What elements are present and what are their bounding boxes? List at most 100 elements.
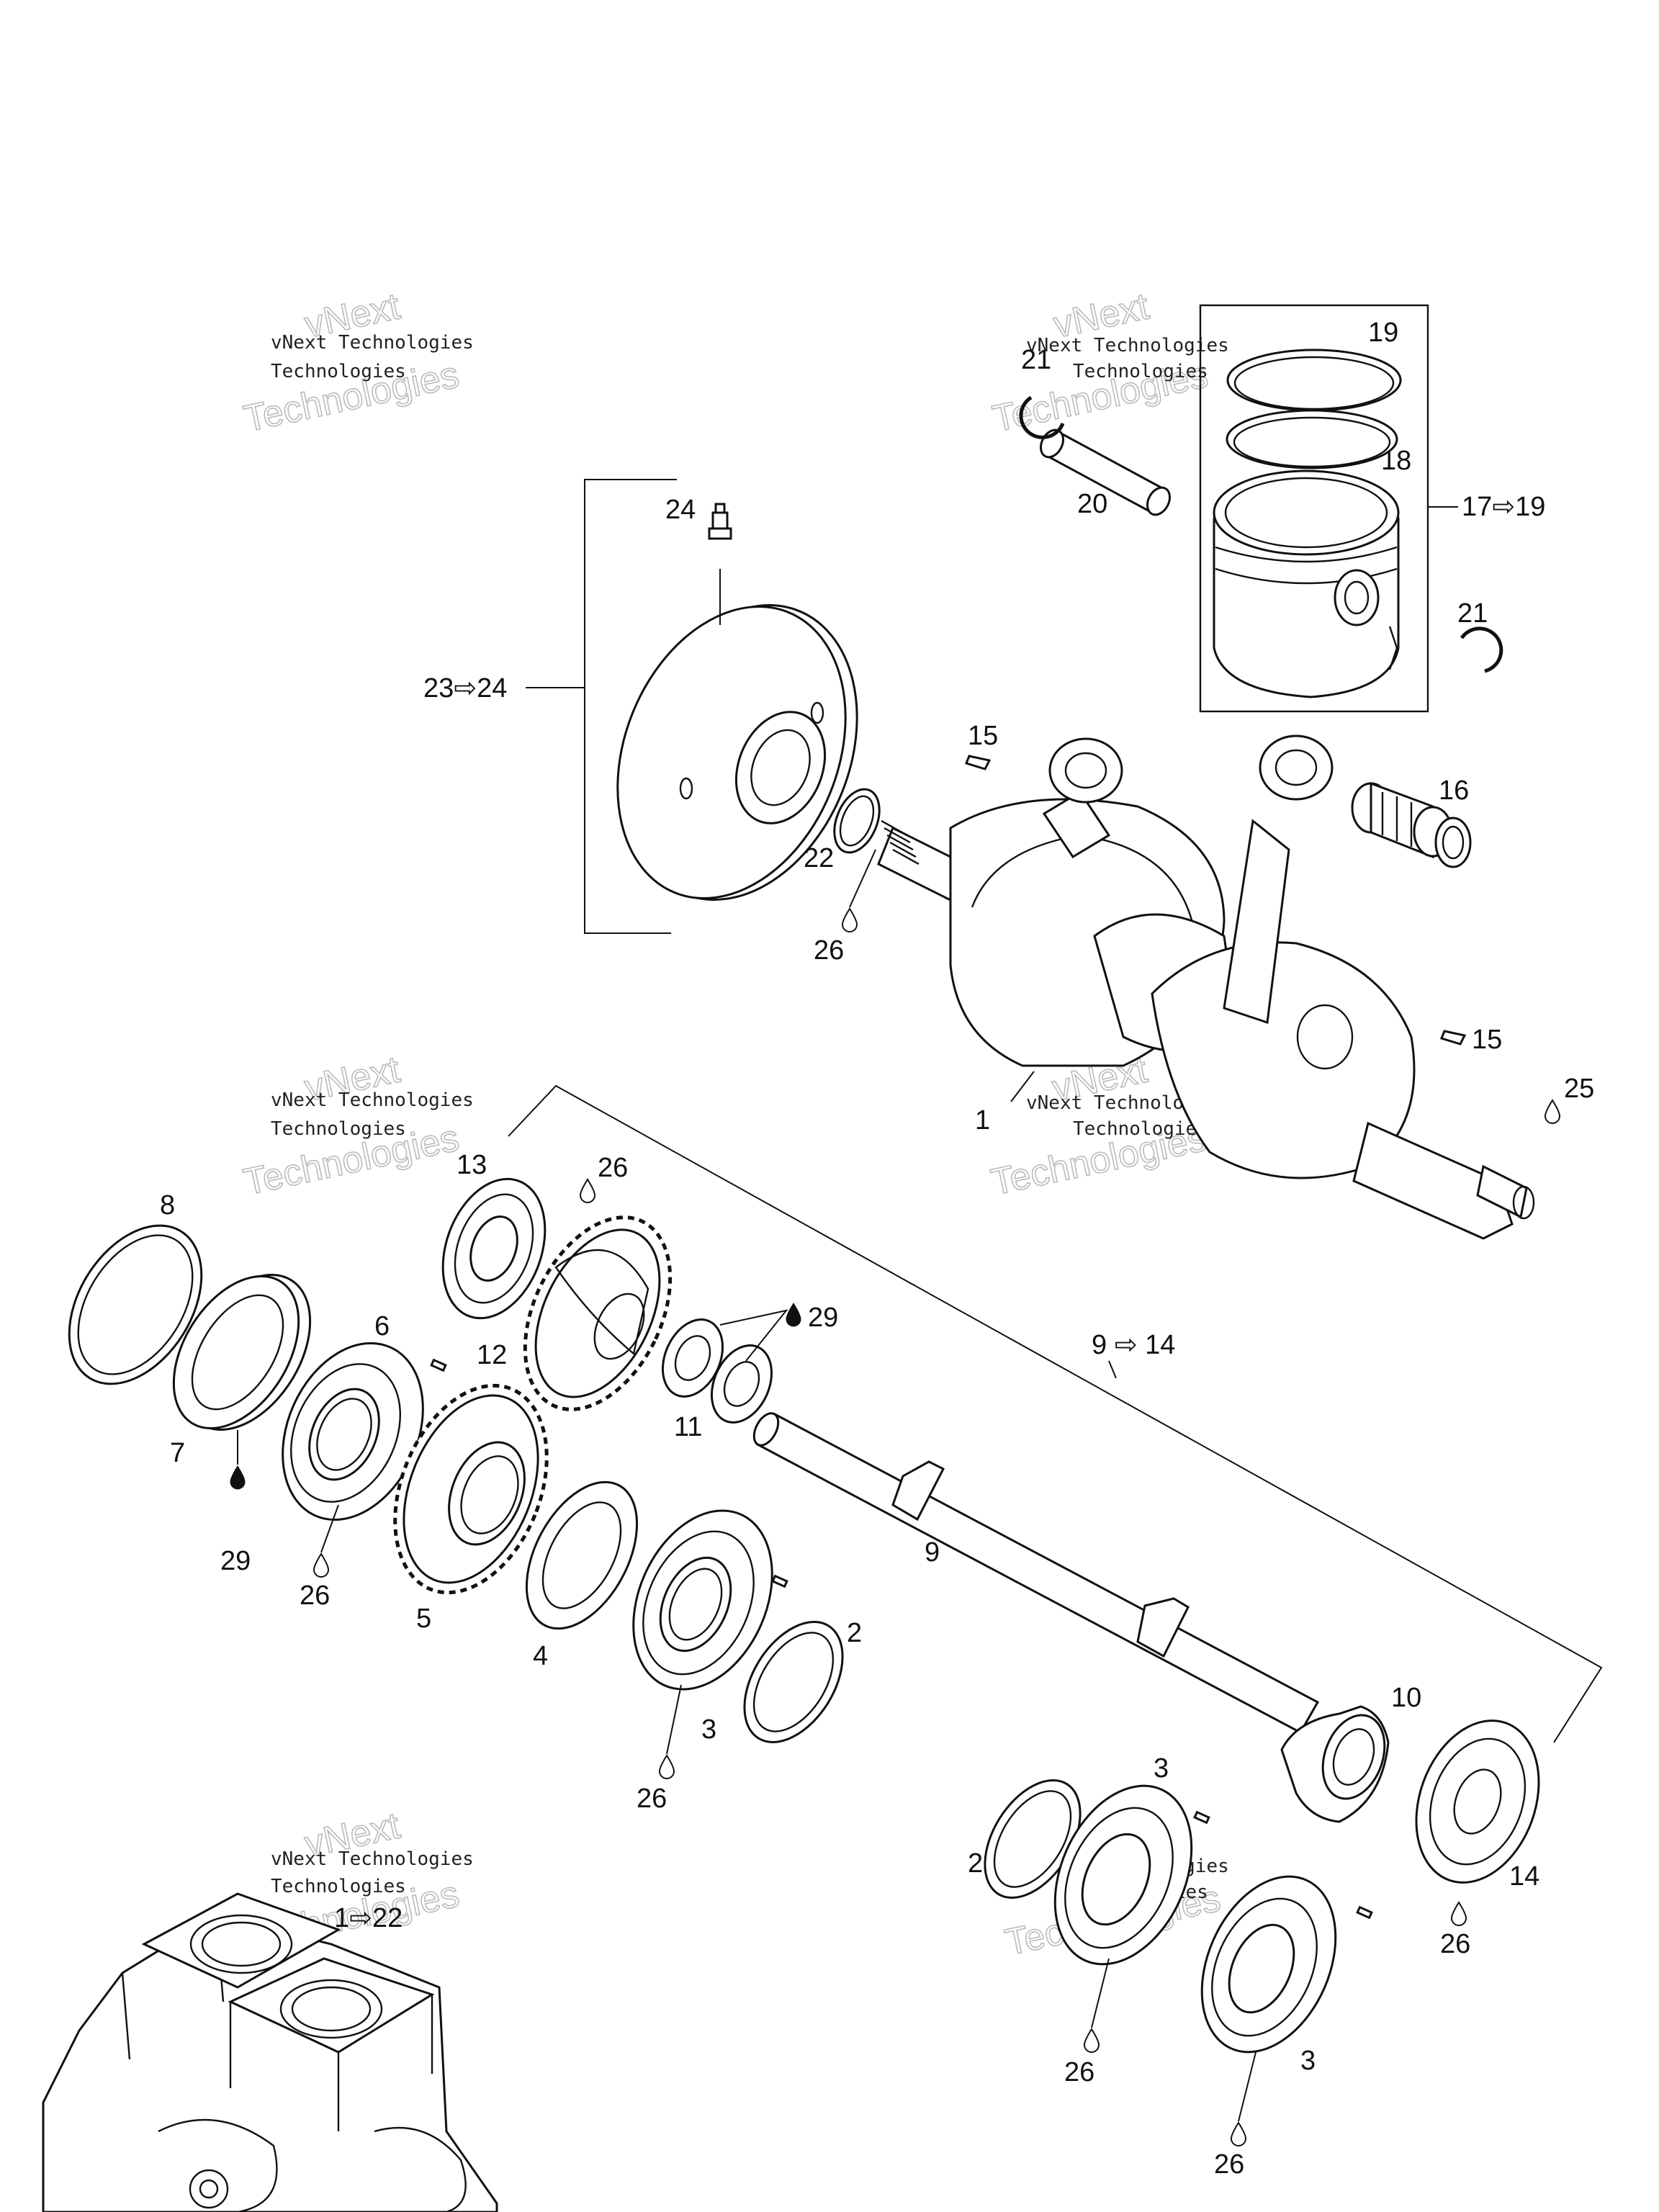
callout-2-right: 2 — [968, 1848, 983, 1879]
watermark-text-3b: Technologies — [271, 1118, 406, 1140]
watermark-text-4b: Technologies — [1073, 1118, 1208, 1140]
callout-29-upper: 29 — [808, 1303, 838, 1333]
watermark-text-1: vNext Technologies — [271, 332, 474, 354]
woodruff-key-upper — [965, 755, 992, 770]
leader-26c — [320, 1504, 339, 1553]
pin-3-right-b — [1356, 1905, 1373, 1920]
callout-26-crank: 26 — [814, 935, 844, 966]
callout-1: 1 — [975, 1105, 990, 1136]
callout-3-right-b: 3 — [1300, 2046, 1316, 2076]
callout-15-lower: 15 — [1472, 1025, 1502, 1055]
callout-26-bearing3-ra: 26 — [1064, 2057, 1094, 2087]
lube-drop-26c — [313, 1552, 330, 1578]
crankshaft — [877, 798, 1535, 1240]
watermark-2: vNext Technologies — [989, 285, 1213, 441]
callout-22: 22 — [804, 843, 834, 873]
counterweight-10 — [1280, 1705, 1390, 1823]
leader-26g — [1238, 2051, 1256, 2122]
callout-3-right-a: 3 — [1154, 1753, 1169, 1784]
washer-4 — [525, 1480, 639, 1630]
callout-7: 7 — [170, 1438, 185, 1468]
callout-4: 4 — [533, 1641, 548, 1671]
callout-26-bearing14: 26 — [1440, 1929, 1470, 1959]
shim-22 — [833, 788, 881, 854]
bracket-23-24 — [584, 479, 677, 934]
callout-13: 13 — [457, 1150, 487, 1180]
leader-9-14 — [1108, 1360, 1117, 1379]
callout-20: 20 — [1077, 489, 1107, 519]
callout-6: 6 — [374, 1311, 390, 1341]
piston-group-box — [1199, 304, 1429, 713]
lube-drop-26e — [1450, 1901, 1467, 1926]
callout-5: 5 — [416, 1604, 431, 1634]
bearing-14 — [1415, 1719, 1540, 1884]
lube-drop-26g — [1230, 2121, 1247, 2146]
pin-6 — [430, 1358, 447, 1372]
callout-10: 10 — [1391, 1683, 1421, 1713]
leader-26f — [1091, 1958, 1110, 2028]
bracket-9-14 — [508, 1084, 1603, 1743]
leader-29-upper — [719, 1309, 788, 1362]
needle-bearing — [1351, 781, 1453, 859]
lube-drop-25 — [1544, 1099, 1561, 1124]
callout-26-bearing3-rb: 26 — [1214, 2149, 1244, 2180]
bearing-11a — [661, 1318, 724, 1398]
callout-17-19: 17⇨19 — [1462, 492, 1545, 522]
callout-21-left: 21 — [1021, 345, 1051, 375]
callout-9: 9 — [925, 1537, 940, 1568]
callout-1-22: 1⇨22 — [334, 1903, 403, 1933]
callout-26-gear: 26 — [598, 1153, 628, 1183]
callout-19: 19 — [1368, 318, 1398, 348]
watermark-1: vNext Technologies — [240, 285, 464, 441]
grease-fitting — [708, 503, 732, 540]
woodruff-key-lower — [1440, 1030, 1467, 1046]
oil-seal-7 — [172, 1274, 312, 1431]
bearing-3-right-a — [1053, 1784, 1193, 1966]
watermark-text-2b: Technologies — [1073, 361, 1208, 382]
pin-3-right-a — [1193, 1810, 1210, 1825]
callout-29-lower: 29 — [220, 1546, 251, 1576]
callout-16: 16 — [1439, 775, 1469, 806]
gear-5 — [393, 1383, 549, 1595]
callout-11: 11 — [674, 1412, 702, 1442]
leader-26a — [849, 849, 876, 908]
callout-21-right: 21 — [1457, 598, 1488, 629]
piston-pin — [1039, 428, 1172, 516]
gear-12 — [523, 1215, 673, 1411]
watermark-text-5: vNext Technologies — [271, 1848, 474, 1870]
callout-12: 12 — [477, 1340, 507, 1370]
bearing-3-right-b — [1200, 1875, 1337, 2054]
connecting-rod-2 — [1223, 734, 1334, 1025]
leader-1 — [1010, 1071, 1035, 1102]
watermark-text-3: vNext Technologies — [271, 1089, 474, 1111]
callout-14: 14 — [1509, 1861, 1539, 1892]
engine-block — [42, 1892, 498, 2212]
bearing-11b — [710, 1344, 773, 1424]
piston-ring-second — [1226, 409, 1398, 469]
piston — [1213, 469, 1400, 698]
lube-drop-26a — [841, 907, 858, 932]
callout-8: 8 — [160, 1190, 175, 1220]
watermark-text-2: vNext Technologies — [1026, 335, 1229, 356]
lube-drop-26b — [579, 1178, 596, 1203]
callout-25: 25 — [1564, 1074, 1594, 1104]
bearing-13 — [441, 1177, 547, 1320]
pin-3-left — [771, 1574, 788, 1588]
circlip-right — [1460, 626, 1503, 673]
watermark-text-5b: Technologies — [271, 1876, 406, 1897]
gasket-8 — [68, 1224, 203, 1385]
callout-23-24: 23⇨24 — [423, 673, 507, 703]
lube-drop-26d — [658, 1754, 675, 1779]
circlip-left — [1019, 395, 1065, 439]
thrust-washer-16 — [1434, 817, 1472, 868]
callout-26-bearing6: 26 — [300, 1581, 330, 1611]
callout-24: 24 — [665, 495, 696, 525]
washer-2-left — [743, 1621, 844, 1743]
bearing-3-left — [632, 1509, 773, 1691]
watermark-text-1b: Technologies — [271, 361, 406, 382]
connecting-rod-1 — [1042, 737, 1123, 859]
callout-2-left: 2 — [847, 1618, 862, 1648]
grease-drop-29a — [786, 1303, 801, 1327]
callout-9-14: 9 ⇨ 14 — [1092, 1330, 1175, 1360]
